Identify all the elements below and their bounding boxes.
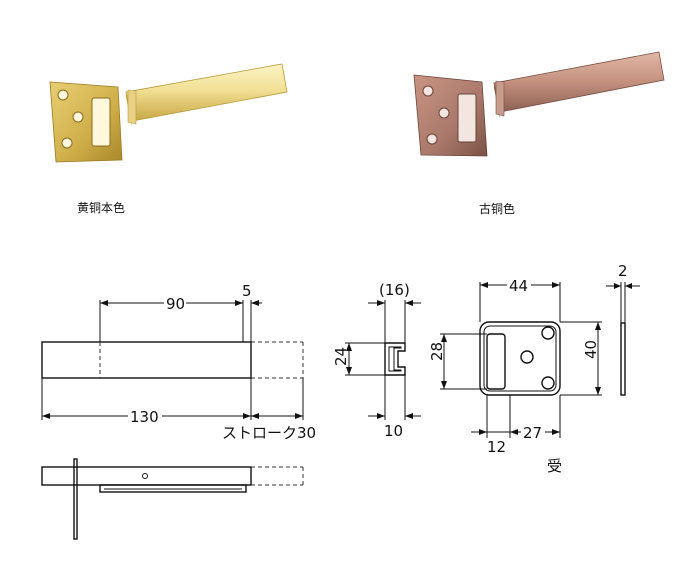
dim-28: 28 — [428, 342, 446, 361]
receiver-plate-view — [440, 282, 640, 438]
dim-24: 24 — [332, 347, 350, 366]
dim-130-bg — [128, 407, 162, 425]
dim-90: 90 — [166, 295, 185, 313]
dim-27-bg — [521, 424, 545, 442]
brass-product-photo — [49, 63, 288, 163]
dim-40: 40 — [582, 340, 600, 359]
dim-stroke: ストローク30 — [222, 424, 316, 442]
bar-plan-view — [41, 458, 304, 540]
dim-44-bg — [507, 277, 531, 295]
dim-27: 27 — [523, 424, 542, 442]
dim-5: 5 — [242, 282, 252, 300]
dim-2: 2 — [618, 262, 628, 280]
dim-130: 130 — [130, 408, 159, 426]
dim-90-bg — [164, 294, 186, 312]
bar-end-view — [345, 300, 421, 420]
bar-side-view — [41, 300, 304, 420]
bronze-product-photo — [413, 51, 665, 157]
brass-label: 黄铜本色 — [77, 200, 125, 215]
dim-10: 10 — [384, 422, 403, 440]
receiver-label: 受 — [547, 457, 562, 475]
dim-16: (16) — [379, 281, 410, 299]
bronze-label: 古铜色 — [479, 201, 515, 216]
dim-12: 12 — [487, 438, 506, 456]
dim-44: 44 — [509, 277, 528, 295]
